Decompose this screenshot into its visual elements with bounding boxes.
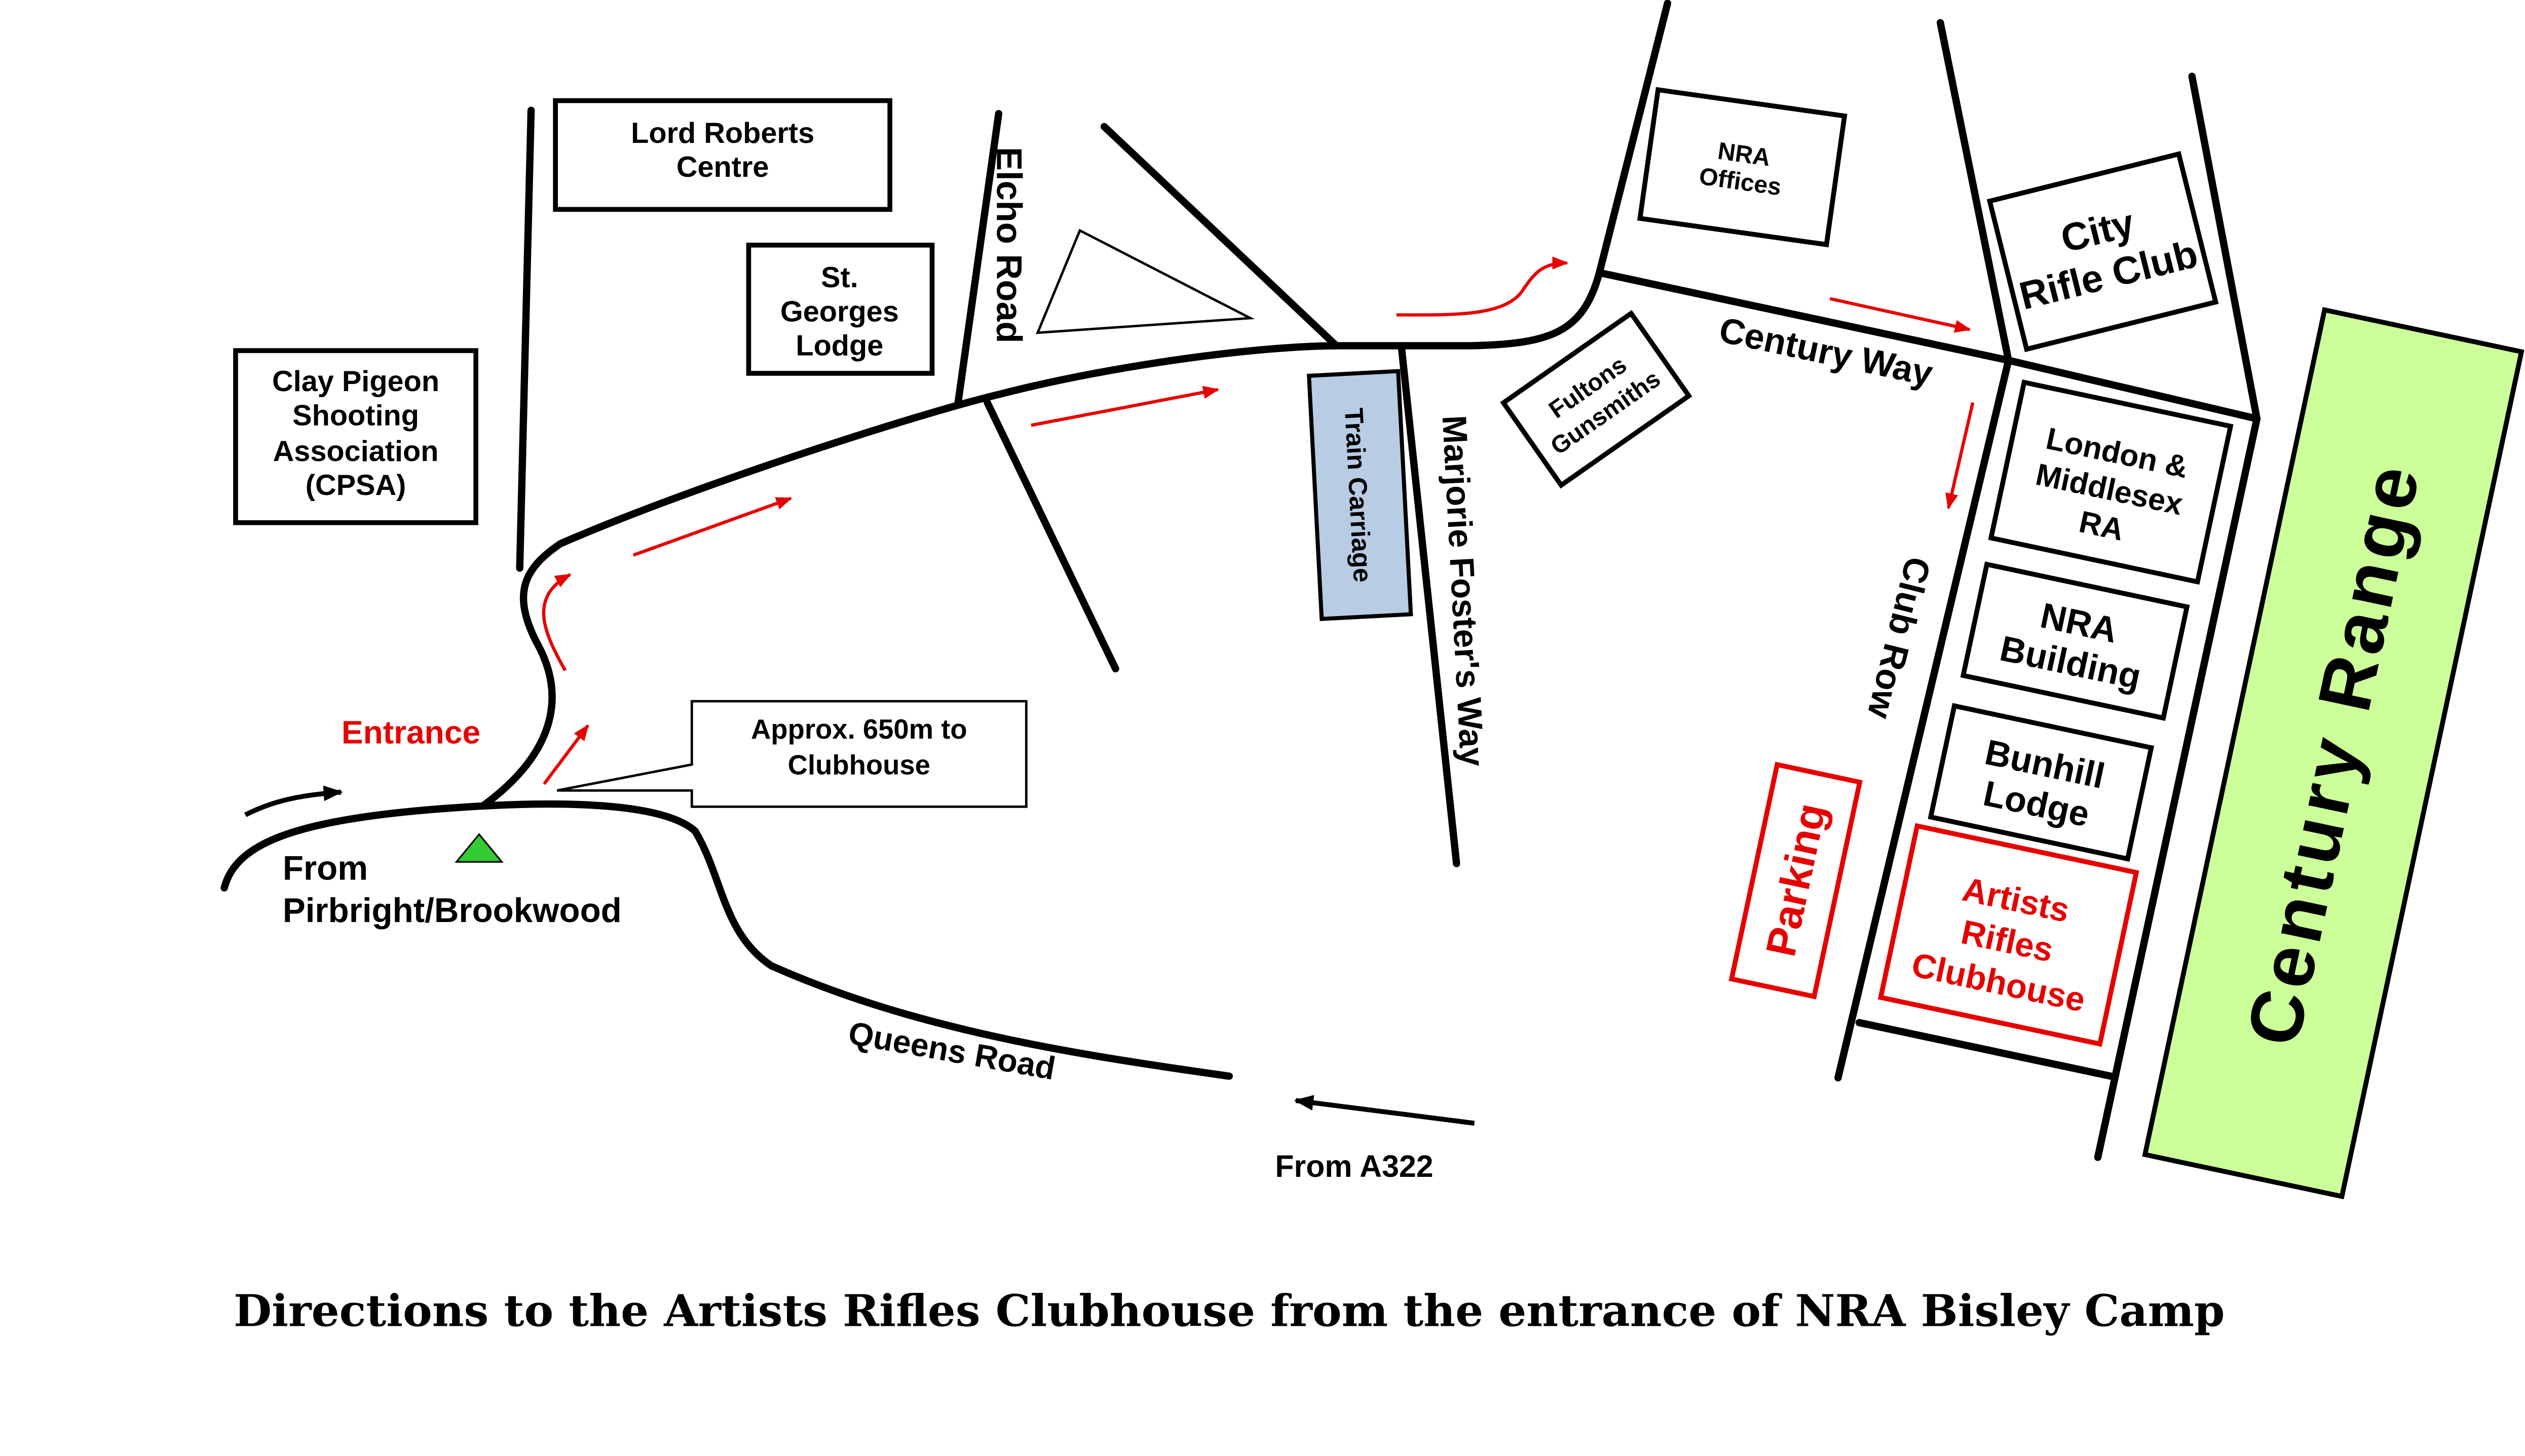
cpsa-line-1: Clay Pigeon [272,365,439,398]
cpsa-line-2: Shooting [292,399,419,432]
red-arrow-icon [1031,386,1220,427]
road-west [516,106,535,572]
building-fultons: Fultons Gunsmiths [1500,310,1692,489]
lord-roberts-line-1: Lord Roberts [631,117,814,149]
red-arrow-icon [632,496,793,557]
club-row-road [1834,357,2012,1082]
elcho-road [954,110,1003,406]
entrance-road [480,269,1603,809]
building-bunhill-lodge: Bunhill Lodge [1928,703,2155,862]
road-south-block [1855,1019,2115,1080]
red-arrow-icon [543,724,589,785]
callout-line-1: Approx. 650m to [751,714,967,745]
st-georges-line-3: Lodge [796,330,883,362]
road-east [2094,415,2261,1161]
distance-callout: Approx. 650m to Clubhouse [556,700,1028,808]
st-georges-line-1: St. [821,261,858,294]
main-road [220,800,1233,1080]
cpsa-line-3: Association [273,435,439,468]
building-st-georges: St. Georges Lodge [746,243,935,376]
red-arrow-icon [542,573,572,671]
red-arrow-icon [1945,402,1975,510]
building-london-middlesex: London & Middlesex RA [1988,379,2234,585]
road-north-city [1936,19,2012,364]
black-arrow-icon [244,785,344,817]
road-north-offices [1596,0,1672,277]
road-diagonal [1100,123,1340,350]
red-arrow-icon [1396,256,1569,317]
building-nra-building: NRA Building [1960,561,2190,721]
building-nra-offices: NRA Offices [1637,87,1848,248]
entrance-marker-icon [455,833,504,863]
from-pirbright-line-1: From [283,850,368,888]
building-train-carriage: Train Carriage [1306,369,1413,621]
marjorie-fosters-way-road [1398,342,1460,867]
buildings: Clay Pigeon Shooting Association (CPSA) … [233,87,2524,1200]
elcho-road-label: Elcho Road [990,147,1030,343]
from-a322-label: From A322 [1275,1149,1433,1183]
black-arrow-icon [1294,1095,1475,1126]
route-arrows [542,256,1975,785]
roads [220,0,2261,1161]
lord-roberts-line-2: Centre [676,151,769,183]
road-south-elcho [984,399,1119,673]
direction-arrows [244,785,1475,1126]
parking-area: Parking [1728,761,1863,1000]
red-arrow-icon [1829,297,1971,333]
building-cpsa: Clay Pigeon Shooting Association (CPSA) [233,348,478,525]
map-title: Directions to the Artists Rifles Clubhou… [234,1286,2225,1337]
building-lord-roberts: Lord Roberts Centre [553,98,892,212]
st-georges-line-2: Georges [780,295,899,328]
building-city-rifle-club: City Rifle Club [1986,151,2219,353]
from-pirbright-line-2: Pirbright/Brookwood [283,892,622,930]
callout-line-2: Clubhouse [788,749,930,780]
road-connector [2005,357,2261,423]
triangle-landmark [1036,228,1255,334]
entrance-label: Entrance [342,714,480,750]
cpsa-line-4: (CPSA) [306,469,406,502]
road-north-east [2188,72,2261,423]
century-way-road [1596,269,2012,364]
building-artists-rifles-clubhouse: Artists Rifles Clubhouse [1877,823,2139,1047]
